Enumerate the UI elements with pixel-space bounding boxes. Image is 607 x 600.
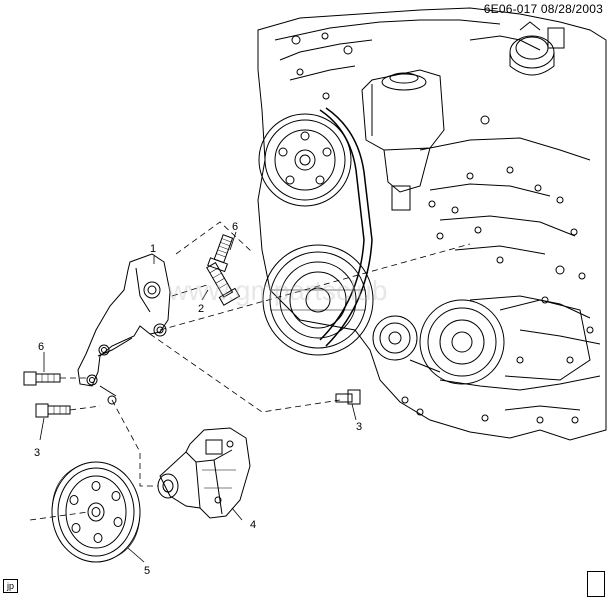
loose-pump-pulley-illustration [51, 461, 141, 563]
idler-pulley-illustration [372, 315, 418, 361]
callout-6-left: 6 [38, 341, 44, 353]
callout-6-upper: 6 [232, 221, 238, 233]
bolt-6-left-illustration [23, 371, 61, 386]
manufacturer-badge-icon [587, 571, 605, 597]
power-steering-pump-illustration [157, 427, 251, 519]
upper-pulley-illustration [258, 113, 352, 207]
bolt-3-left-illustration [35, 403, 71, 418]
alignment-lines [29, 221, 471, 521]
callout-5: 5 [144, 565, 150, 577]
callout-2: 2 [198, 303, 204, 315]
drafter-initials-tag: jp [3, 579, 19, 593]
ac-compressor-illustration [419, 299, 591, 385]
callout-3-left: 3 [34, 447, 40, 459]
callout-3-right: 3 [356, 421, 362, 433]
pump-bracket-illustration [77, 253, 171, 405]
accessory-drive-belt-illustration [319, 107, 373, 347]
callout-4: 4 [250, 519, 256, 531]
callout-leaders [39, 231, 357, 563]
engine-block-illustration [257, 7, 607, 441]
bolt-3-right-illustration [335, 389, 361, 405]
bolt-2-illustration [206, 261, 241, 306]
bolt-6-upper-illustration [207, 234, 234, 273]
installed-pump-pulley-illustration [262, 244, 374, 356]
diagram-reference-label: 6E06-017 08/28/2003 [483, 2, 603, 16]
watermark-text: www.gmpartsclub [167, 275, 387, 306]
oil-filler-cap-illustration [509, 21, 565, 76]
callout-1: 1 [150, 243, 156, 255]
power-steering-reservoir-illustration [361, 69, 445, 211]
